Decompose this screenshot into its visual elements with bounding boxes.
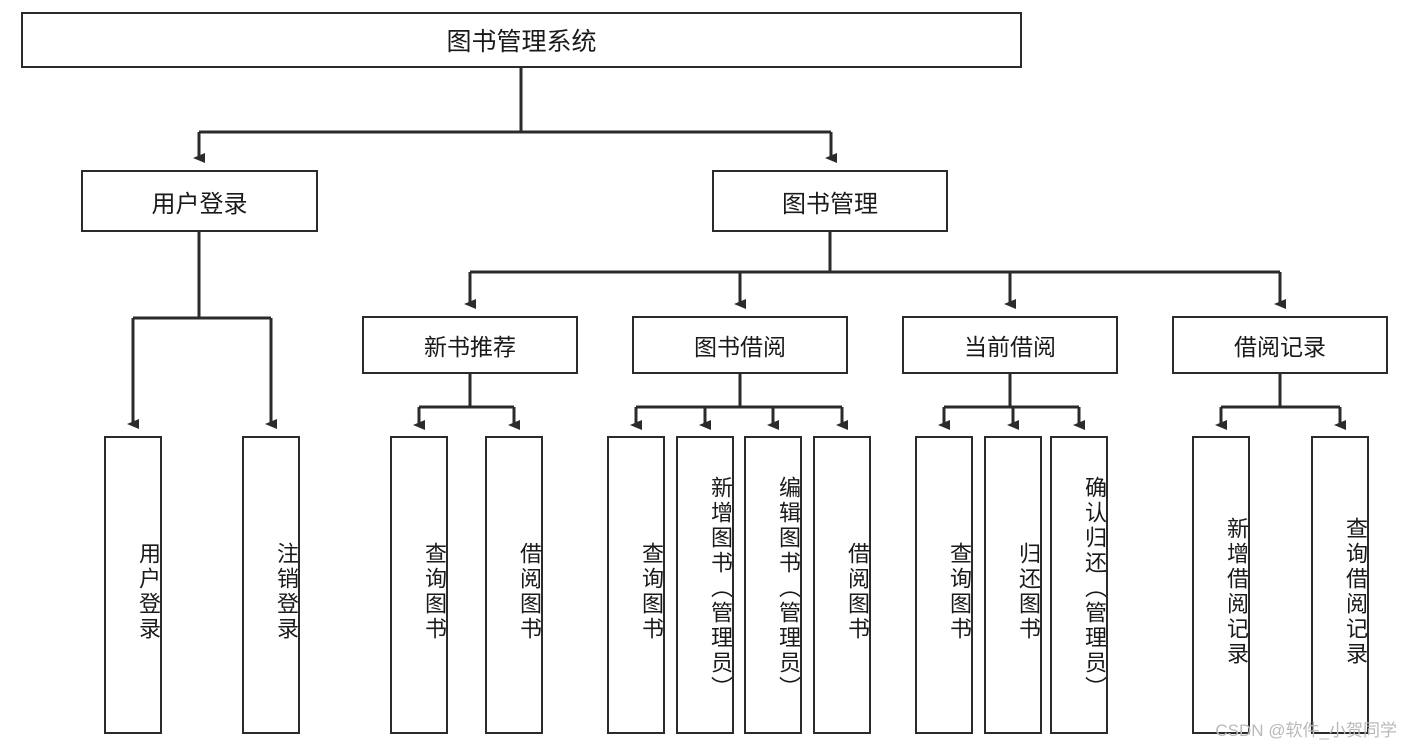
- node-label: 查询图书: [947, 542, 972, 642]
- leaf-borrow-query-book[interactable]: 查询图书: [607, 436, 665, 734]
- node-label: 用户登录: [151, 190, 248, 218]
- leaf-record-add[interactable]: 新增借阅记录: [1192, 436, 1250, 734]
- node-label: 查询借阅记录: [1343, 517, 1368, 667]
- leaf-borrow-lend-book[interactable]: 借阅图书: [813, 436, 871, 734]
- node-label: 新增图书（管理员）: [708, 475, 733, 701]
- node-book-management[interactable]: 图书管理: [712, 170, 948, 232]
- node-label: 新书推荐: [424, 334, 516, 360]
- leaf-user-login-login[interactable]: 用户登录: [104, 436, 162, 734]
- node-label: 借阅图书: [845, 542, 870, 642]
- node-label: 注销登录: [274, 542, 299, 642]
- leaf-record-query[interactable]: 查询借阅记录: [1311, 436, 1369, 734]
- leaf-new-book-borrow[interactable]: 借阅图书: [485, 436, 543, 734]
- node-label: 用户登录: [136, 542, 161, 642]
- node-label: 新增借阅记录: [1224, 517, 1249, 667]
- leaf-current-return-book[interactable]: 归还图书: [984, 436, 1042, 734]
- node-user-login[interactable]: 用户登录: [81, 170, 318, 232]
- node-current-borrow[interactable]: 当前借阅: [902, 316, 1118, 374]
- node-label: 借阅记录: [1234, 334, 1326, 360]
- leaf-current-query-book[interactable]: 查询图书: [915, 436, 973, 734]
- leaf-borrow-edit-book[interactable]: 编辑图书（管理员）: [744, 436, 802, 734]
- leaf-user-login-logout[interactable]: 注销登录: [242, 436, 300, 734]
- csdn-watermark: CSDN @软件_小贺同学: [1215, 721, 1397, 740]
- leaf-current-confirm-return[interactable]: 确认归还（管理员）: [1050, 436, 1108, 734]
- node-label: 归还图书: [1016, 542, 1041, 642]
- node-label: 图书管理: [782, 190, 878, 218]
- node-label: 查询图书: [422, 542, 447, 642]
- node-borrow-record[interactable]: 借阅记录: [1172, 316, 1388, 374]
- leaf-borrow-add-book[interactable]: 新增图书（管理员）: [676, 436, 734, 734]
- node-label: 查询图书: [639, 542, 664, 642]
- node-label: 当前借阅: [964, 334, 1056, 360]
- node-label: 编辑图书（管理员）: [776, 475, 801, 701]
- node-label: 图书借阅: [694, 334, 786, 360]
- node-label: 图书管理系统: [446, 28, 597, 56]
- node-book-borrow[interactable]: 图书借阅: [632, 316, 848, 374]
- node-new-book-recommend[interactable]: 新书推荐: [362, 316, 578, 374]
- node-root-system[interactable]: 图书管理系统: [21, 12, 1022, 68]
- node-label: 确认归还（管理员）: [1082, 475, 1107, 701]
- leaf-new-book-query[interactable]: 查询图书: [390, 436, 448, 734]
- node-label: 借阅图书: [517, 542, 542, 642]
